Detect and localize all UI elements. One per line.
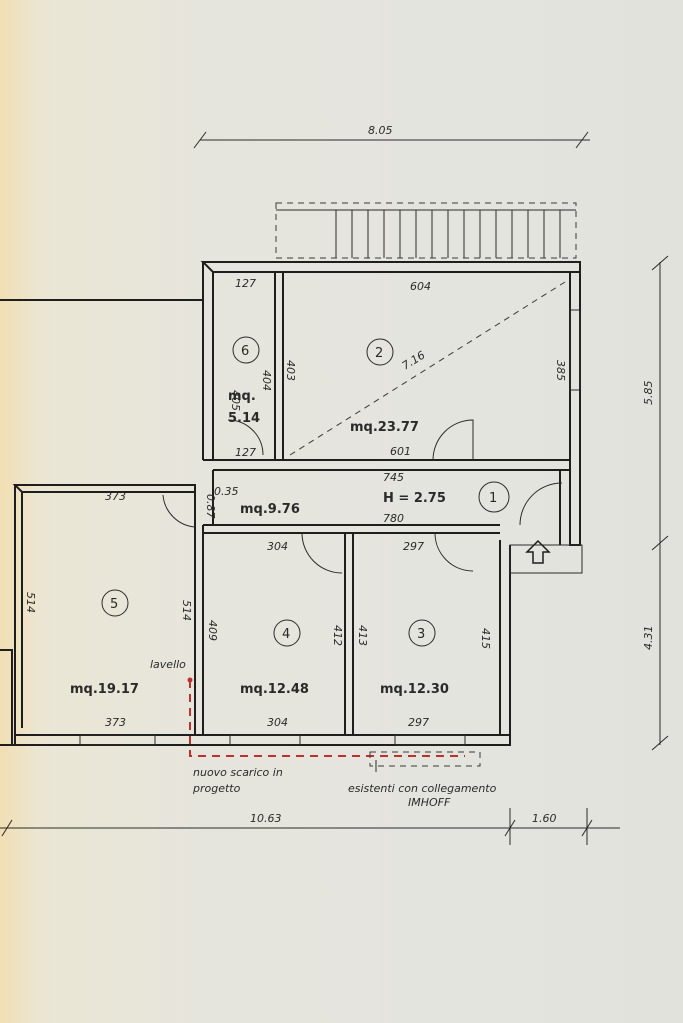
room-2-dim-diagonal: 7.16	[400, 349, 428, 373]
bottom-dimension-line: 10.63 1.60	[0, 808, 620, 845]
room-3-dim-left: 413	[356, 625, 369, 646]
stairs	[275, 202, 577, 259]
room-6-dim-top: 127	[235, 277, 256, 290]
note-nuovo-scarico: nuovo scarico in	[193, 766, 283, 779]
room-1-dim-left: 0.87	[204, 494, 217, 519]
annotations: lavello nuovo scarico in progetto esiste…	[150, 658, 497, 809]
room-2-area: mq.23.77	[350, 420, 419, 435]
room-3: 3 mq.12.30 297 297 413 415	[356, 540, 492, 729]
room-6-dim-right: 404	[260, 370, 273, 391]
room-6-area-2: 5.14	[228, 411, 260, 426]
room-5-dim-top: 373	[105, 490, 126, 503]
room-6-number: 6	[241, 344, 249, 359]
room-2-number: 2	[375, 346, 383, 361]
top-dimension-line: 8.05	[193, 124, 590, 149]
dimension-bottom-total: 10.63	[250, 812, 282, 825]
room-4: 4 mq.12.48 304 304 409 412	[206, 540, 344, 729]
dimension-bottom-right: 1.60	[532, 812, 557, 825]
room-1-dim-left-2: 0.35	[214, 485, 239, 498]
room-2-dim-bottom: 601	[390, 445, 411, 458]
right-dimension-line: 5.85 4.31	[642, 255, 669, 751]
door-swings	[162, 419, 563, 574]
room-4-area: mq.12.48	[240, 682, 309, 697]
room-5: 5 mq.19.17 373 373 514 514	[24, 490, 193, 729]
room-1-number: 1	[489, 491, 497, 506]
room-1-height: H = 2.75	[383, 491, 446, 506]
room-3-area: mq.12.30	[380, 682, 449, 697]
room-6-dim-bottom: 127	[235, 446, 256, 459]
note-esistenti: esistenti con collegamento	[348, 782, 497, 795]
room-4-number: 4	[282, 627, 290, 642]
dimension-right-lower: 4.31	[642, 626, 655, 651]
entry-arrow-icon	[525, 539, 551, 564]
room-3-dim-bottom: 297	[408, 716, 429, 729]
room-3-dim-top: 297	[403, 540, 424, 553]
room-5-dim-left: 514	[24, 592, 37, 613]
room-2-dim-right: 385	[554, 360, 567, 381]
room-4-dim-left: 409	[206, 620, 219, 641]
outer-walls	[0, 261, 583, 746]
room-3-dim-right: 415	[479, 628, 492, 649]
room-3-number: 3	[417, 627, 425, 642]
room-1-area: mq.9.76	[240, 502, 300, 517]
dimension-top-total: 8.05	[368, 124, 393, 137]
room-1-dim-bottom: 780	[383, 512, 404, 525]
room-5-dim-right: 514	[180, 600, 193, 621]
room-1-dim-top: 745	[383, 471, 404, 484]
dimension-right-upper: 5.85	[642, 381, 655, 406]
note-imhoff: IMHOFF	[408, 796, 451, 809]
room-5-dim-bottom: 373	[105, 716, 126, 729]
room-4-dim-top: 304	[267, 540, 288, 553]
room-4-dim-right: 412	[331, 625, 344, 646]
room-5-number: 5	[110, 597, 118, 612]
interior-walls	[194, 272, 561, 735]
room-2-dim-top: 604	[410, 280, 431, 293]
note-lavello: lavello	[150, 658, 186, 671]
room-5-area: mq.19.17	[70, 682, 139, 697]
room-6: 6 mq. 5.14 127 127 405 404	[228, 277, 273, 459]
room-2: 2 mq.23.77 604 601 385 403 7.16	[284, 280, 567, 458]
drain-lines	[187, 677, 481, 772]
room-2-dim-left: 403	[284, 360, 297, 381]
room-1: 1 mq.9.76 H = 2.75 745 780 0.87 0.35	[204, 471, 510, 525]
room-6-dim-left: 405	[229, 390, 242, 411]
room-6-area-1: mq.	[228, 389, 256, 404]
room-2-diagonal	[289, 281, 566, 456]
room-4-dim-bottom: 304	[267, 716, 288, 729]
note-progetto: progetto	[192, 782, 241, 795]
